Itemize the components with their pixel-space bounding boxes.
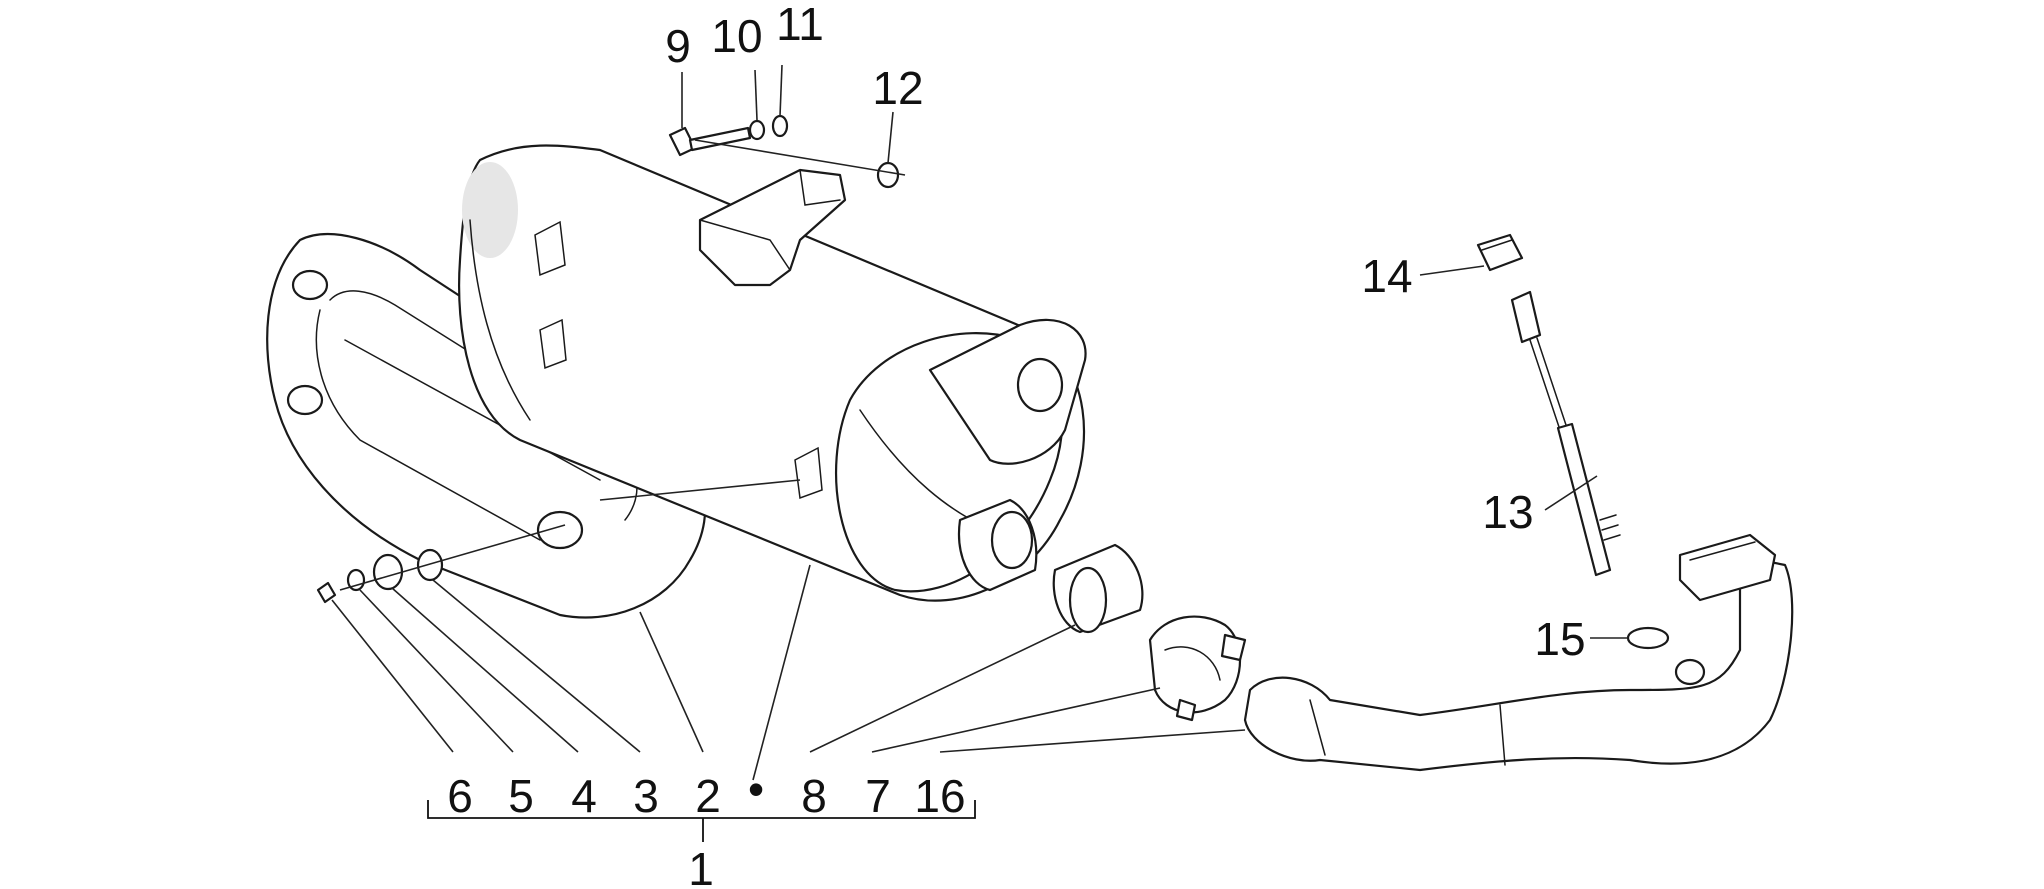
callout-5: 5 <box>508 770 534 822</box>
muffler-body <box>458 144 1087 602</box>
callout-1: 1 <box>688 843 714 889</box>
nut-12 <box>876 161 900 189</box>
washer-11 <box>771 114 789 138</box>
callout-6: 6 <box>447 770 473 822</box>
oxygen-sensor-13 <box>1510 290 1621 577</box>
callout-4: 4 <box>571 770 597 822</box>
bolt-9 <box>668 126 752 157</box>
group-dot: • <box>748 763 764 815</box>
callout-12: 12 <box>872 62 923 114</box>
callout-16: 16 <box>914 770 965 822</box>
callout-8: 8 <box>801 770 827 822</box>
exhaust-pipe-16 <box>1243 533 1794 772</box>
callout-3: 3 <box>633 770 659 822</box>
callout-7: 7 <box>865 770 891 822</box>
callout-2: 2 <box>695 770 721 822</box>
washer-4 <box>372 553 404 591</box>
leader-lines <box>331 64 1628 781</box>
callout-10: 10 <box>711 10 762 62</box>
fastener-6 <box>316 581 337 604</box>
clamp-7 <box>1148 615 1247 722</box>
muffler-mount-bracket <box>698 168 847 287</box>
sensor-connector-14 <box>1476 233 1524 272</box>
washer-10 <box>748 119 766 141</box>
assembly-bracket-1 <box>427 800 976 842</box>
sleeve-8 <box>1052 543 1144 634</box>
seal-ring-15 <box>1626 626 1670 650</box>
callout-11: 11 <box>776 0 824 50</box>
callout-13: 13 <box>1482 486 1533 538</box>
callout-15: 15 <box>1534 613 1585 665</box>
heat-shield <box>266 233 707 619</box>
callout-14: 14 <box>1361 250 1412 302</box>
callout-9: 9 <box>665 20 691 72</box>
grommet-3 <box>416 548 444 582</box>
